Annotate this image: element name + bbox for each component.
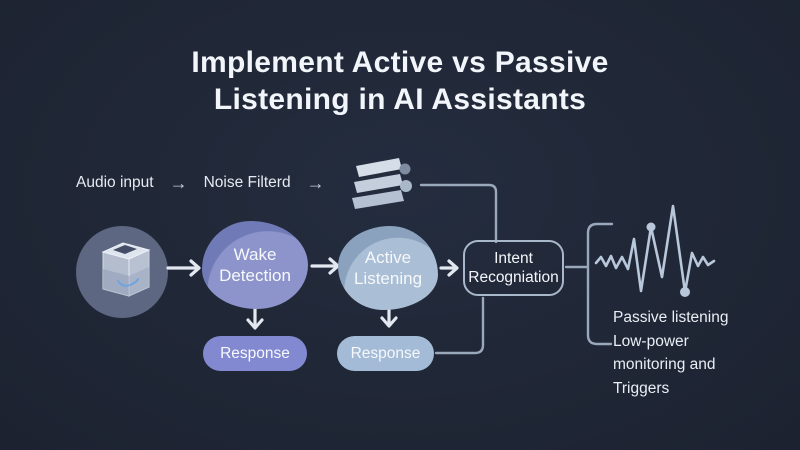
connector-filter-to-intent bbox=[419, 183, 498, 244]
audio-input-label: Audio input bbox=[76, 174, 154, 191]
intent-label-line2: Recogniation bbox=[468, 269, 559, 286]
noise-filter-icon bbox=[352, 158, 412, 209]
connector-response-to-intent bbox=[434, 296, 485, 355]
intent-label-line1: Intent bbox=[494, 250, 533, 267]
right-arrow-icon: → bbox=[306, 173, 325, 193]
arrow-wake-to-active bbox=[310, 257, 340, 275]
active-response-label: Response bbox=[350, 344, 421, 362]
node-wake-response: Response bbox=[203, 336, 307, 371]
annotation-line-2: Low-power bbox=[613, 332, 689, 350]
arrow-active-to-intent bbox=[439, 259, 459, 277]
active-listening-label-line2: Listening bbox=[353, 269, 423, 288]
node-intent-recognition: Intent Recogniation bbox=[463, 240, 564, 296]
annotation-line-4: Triggers bbox=[613, 379, 670, 397]
right-arrow-icon: → bbox=[169, 173, 188, 193]
arrow-device-to-wake bbox=[166, 259, 201, 277]
passive-listening-annotation: Passive listening Low-power monitoring a… bbox=[613, 306, 728, 400]
wake-detection-label-line2: Detection bbox=[219, 266, 291, 285]
audio-device-icon bbox=[76, 226, 168, 318]
wake-detection-label-line1: Wake bbox=[233, 245, 277, 264]
node-wake-detection: Wake Detection bbox=[202, 221, 308, 309]
title-line-1: Implement Active vs Passive bbox=[191, 46, 609, 79]
annotation-line-1: Passive listening bbox=[613, 309, 729, 326]
node-active-listening: Active Listening bbox=[338, 226, 438, 310]
title-line-2: Listening in AI Assistants bbox=[213, 83, 587, 116]
audio-pipeline-row: Audio input → Noise Filterd → bbox=[76, 174, 325, 192]
node-active-response: Response bbox=[337, 336, 434, 371]
passive-bracket bbox=[586, 222, 614, 346]
active-listening-label-line1: Active bbox=[364, 248, 412, 267]
annotation-line-3: monitoring and bbox=[613, 356, 716, 373]
noise-filtered-label: Noise Filterd bbox=[203, 174, 291, 191]
page-title: Implement Active vs Passive Listening in… bbox=[0, 44, 800, 118]
waveform-icon bbox=[594, 204, 716, 297]
wake-response-label: Response bbox=[220, 344, 290, 362]
arrow-wake-to-response bbox=[246, 304, 264, 330]
